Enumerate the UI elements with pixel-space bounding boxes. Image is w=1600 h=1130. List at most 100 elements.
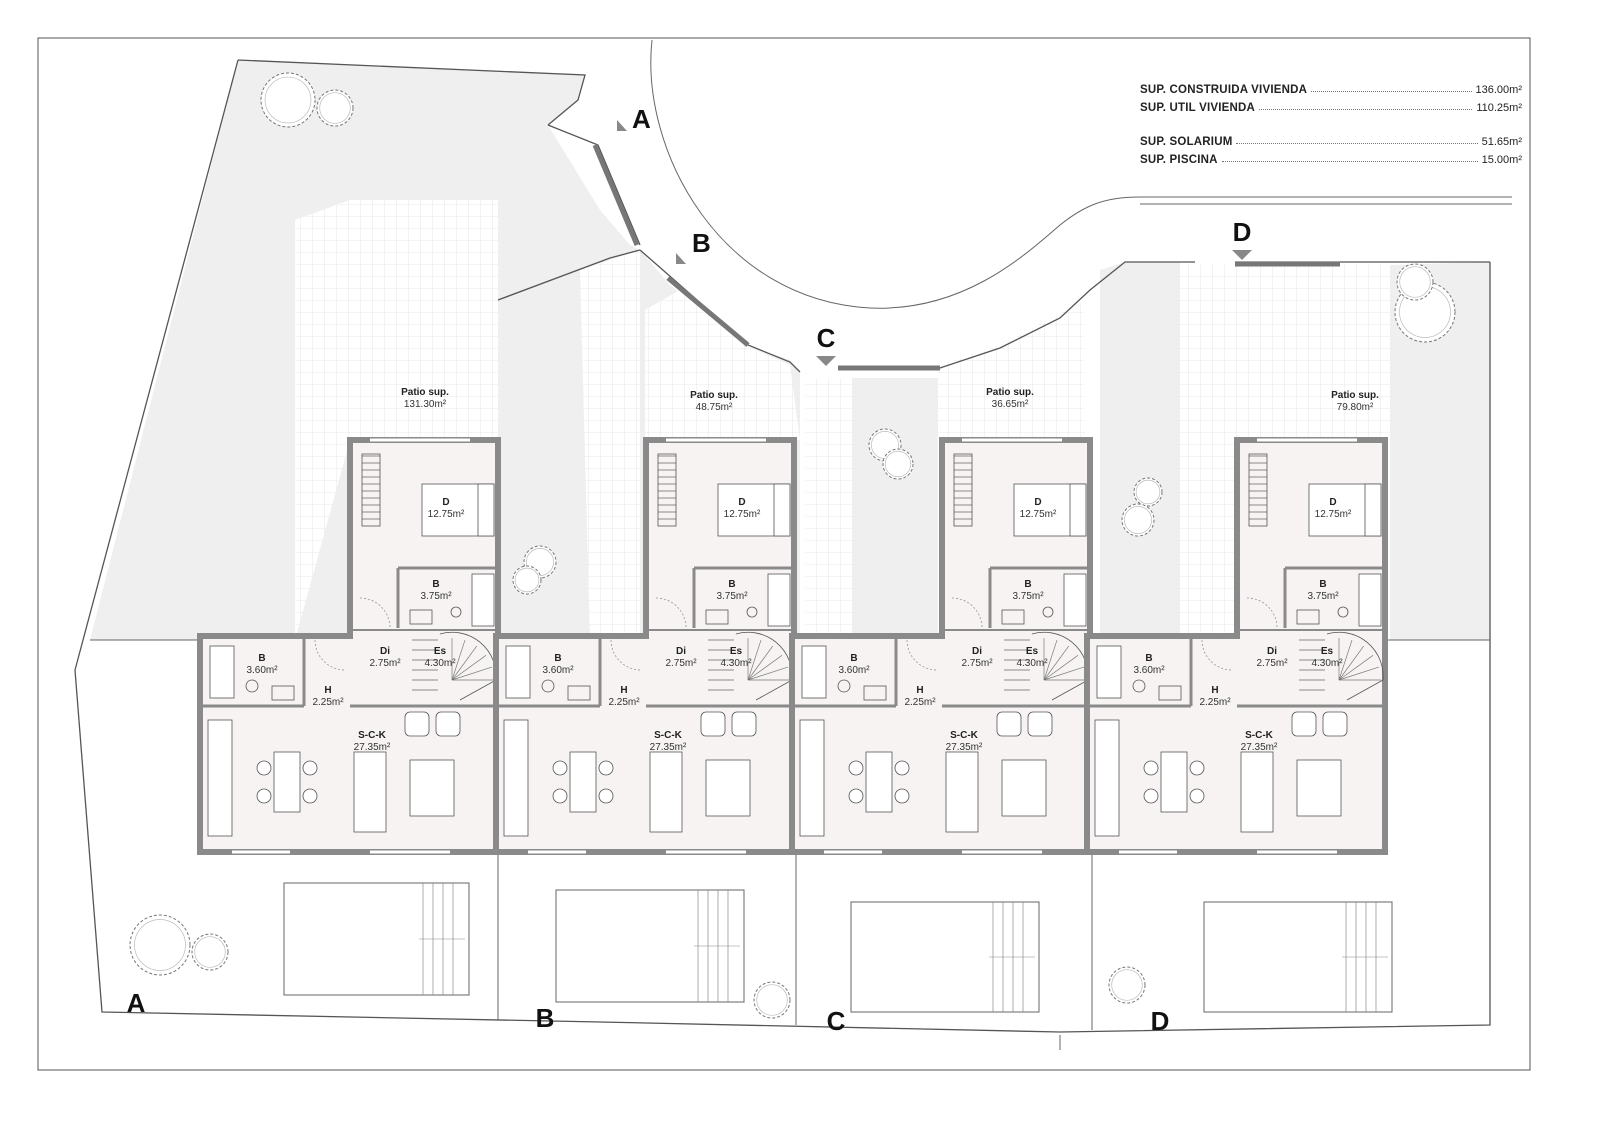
room-distributor-name-a: Di: [380, 646, 390, 657]
room-bedroom-name-a: D: [442, 497, 449, 508]
room-hall-name-d: H: [1211, 685, 1218, 696]
tile-path-d: [1180, 265, 1235, 640]
pool: [283, 882, 470, 996]
room-bath_lower-name-c: B: [850, 653, 857, 664]
patio-label-d: Patio sup.: [1331, 390, 1379, 401]
tile-path-b: [580, 250, 640, 640]
patio-label-a: Patio sup.: [401, 387, 449, 398]
room-stairs-area-a: 4.30m²: [424, 658, 456, 669]
room-bath_upper-area-b: 3.75m²: [716, 591, 748, 602]
room-stairs-area-c: 4.30m²: [1016, 658, 1048, 669]
room-bath_lower-name-a: B: [258, 653, 265, 664]
room-bedroom-area-a: 12.75m²: [428, 509, 465, 520]
legend-solarium-value: 51.65m²: [1481, 136, 1522, 148]
room-hall-name-c: H: [916, 685, 923, 696]
sheet-frame: [37, 37, 1531, 1071]
section-arrow-c: [816, 356, 836, 366]
room-bedroom-name-d: D: [1329, 497, 1336, 508]
section-label-top-c: C: [817, 323, 836, 353]
legend-row-pool: SUP. PISCINA 15.00m²: [1140, 148, 1522, 166]
room-distributor-area-b: 2.75m²: [665, 658, 697, 669]
unit-d: D12.75m²B3.75m²B3.60m²Di2.75m²Es4.30m²H2…: [1084, 437, 1388, 855]
patio-area-b: 48.75m²: [696, 402, 733, 413]
legend-built-value: 136.00m²: [1475, 84, 1522, 96]
room-distributor-area-a: 2.75m²: [369, 658, 401, 669]
legend-row-useful: SUP. UTIL VIVIENDA 110.25m²: [1140, 96, 1522, 114]
patio-label-b: Patio sup.: [690, 390, 738, 401]
room-bedroom-area-b: 12.75m²: [724, 509, 761, 520]
pool: [850, 901, 1040, 1013]
room-bedroom-area-c: 12.75m²: [1020, 509, 1057, 520]
room-living-area-c: 27.35m²: [946, 742, 983, 753]
tree-icon: [882, 448, 914, 480]
garden-unit-c: [852, 378, 938, 640]
tree-icon: [1396, 263, 1434, 301]
legend-leader: [1259, 109, 1473, 110]
tree-icon: [260, 72, 316, 128]
room-stairs-name-d: Es: [1321, 646, 1334, 657]
patio-a-area: [350, 200, 498, 440]
room-bath_upper-area-d: 3.75m²: [1307, 591, 1339, 602]
tree-icon: [1133, 477, 1163, 507]
room-bath_upper-name-b: B: [728, 579, 735, 590]
unit-a: D12.75m²B3.75m²B3.60m²Di2.75m²Es4.30m²H2…: [197, 437, 501, 855]
room-distributor-name-b: Di: [676, 646, 686, 657]
room-living-name-c: S-C-K: [950, 730, 979, 741]
room-bath_upper-area-a: 3.75m²: [420, 591, 452, 602]
section-label-bottom-b: B: [536, 1003, 555, 1033]
room-living-area-d: 27.35m²: [1241, 742, 1278, 753]
patio-c-area: [938, 300, 1085, 440]
tile-path-c: [805, 378, 852, 640]
patio-area-a: 131.30m²: [404, 399, 447, 410]
lot-divisions: [90, 639, 1490, 1050]
room-hall-name-b: H: [620, 685, 627, 696]
room-living-area-a: 27.35m²: [354, 742, 391, 753]
room-hall-name-a: H: [324, 685, 331, 696]
section-label-bottom-a: A: [127, 988, 146, 1018]
section-arrow-a: [617, 120, 627, 131]
legend-pool-label: SUP. PISCINA: [1140, 154, 1218, 166]
legend-leader: [1311, 91, 1472, 92]
room-stairs-area-d: 4.30m²: [1311, 658, 1343, 669]
legend-row-solarium: SUP. SOLARIUM 51.65m²: [1140, 130, 1522, 148]
legend-pool-value: 15.00m²: [1481, 154, 1522, 166]
patio-d-area: [1235, 265, 1390, 440]
room-bath_lower-area-b: 3.60m²: [542, 665, 574, 676]
section-arrow-d: [1232, 250, 1252, 260]
garden-unit-d: [1100, 262, 1180, 640]
room-living-name-b: S-C-K: [654, 730, 683, 741]
legend-useful-value: 110.25m²: [1476, 102, 1522, 114]
room-bath_upper-name-c: B: [1024, 579, 1031, 590]
tree-icon: [316, 89, 354, 127]
legend-built-label: SUP. CONSTRUIDA VIVIENDA: [1140, 84, 1308, 96]
patio-label-c: Patio sup.: [986, 387, 1034, 398]
room-hall-area-a: 2.25m²: [312, 697, 344, 708]
street-curve: [650, 39, 1512, 309]
room-bedroom-area-d: 12.75m²: [1315, 509, 1352, 520]
pool: [1203, 901, 1393, 1013]
tree-icon: [129, 914, 191, 976]
patio-area-c: 36.65m²: [992, 399, 1029, 410]
room-bath_lower-area-d: 3.60m²: [1133, 665, 1165, 676]
tree-icon: [753, 981, 791, 1019]
area-legend: SUP. CONSTRUIDA VIVIENDA 136.00m² SUP. U…: [1140, 78, 1522, 166]
room-hall-area-d: 2.25m²: [1199, 697, 1231, 708]
legend-leader: [1221, 161, 1478, 162]
room-stairs-name-b: Es: [730, 646, 743, 657]
legend-row-built: SUP. CONSTRUIDA VIVIENDA 136.00m²: [1140, 78, 1522, 96]
section-label-top-a: A: [632, 104, 651, 134]
room-bath_lower-area-a: 3.60m²: [246, 665, 278, 676]
unit-c: D12.75m²B3.75m²B3.60m²Di2.75m²Es4.30m²H2…: [789, 437, 1093, 855]
tile-path-a: [295, 200, 350, 640]
section-label-bottom-d: D: [1151, 1006, 1170, 1036]
tree-icon: [1108, 966, 1146, 1004]
section-label-bottom-c: C: [827, 1006, 846, 1036]
room-stairs-area-b: 4.30m²: [720, 658, 752, 669]
unit-b: D12.75m²B3.75m²B3.60m²Di2.75m²Es4.30m²H2…: [493, 437, 797, 855]
room-distributor-name-c: Di: [972, 646, 982, 657]
room-living-area-b: 27.35m²: [650, 742, 687, 753]
room-distributor-area-d: 2.75m²: [1256, 658, 1288, 669]
room-distributor-name-d: Di: [1267, 646, 1277, 657]
room-living-name-a: S-C-K: [358, 730, 387, 741]
